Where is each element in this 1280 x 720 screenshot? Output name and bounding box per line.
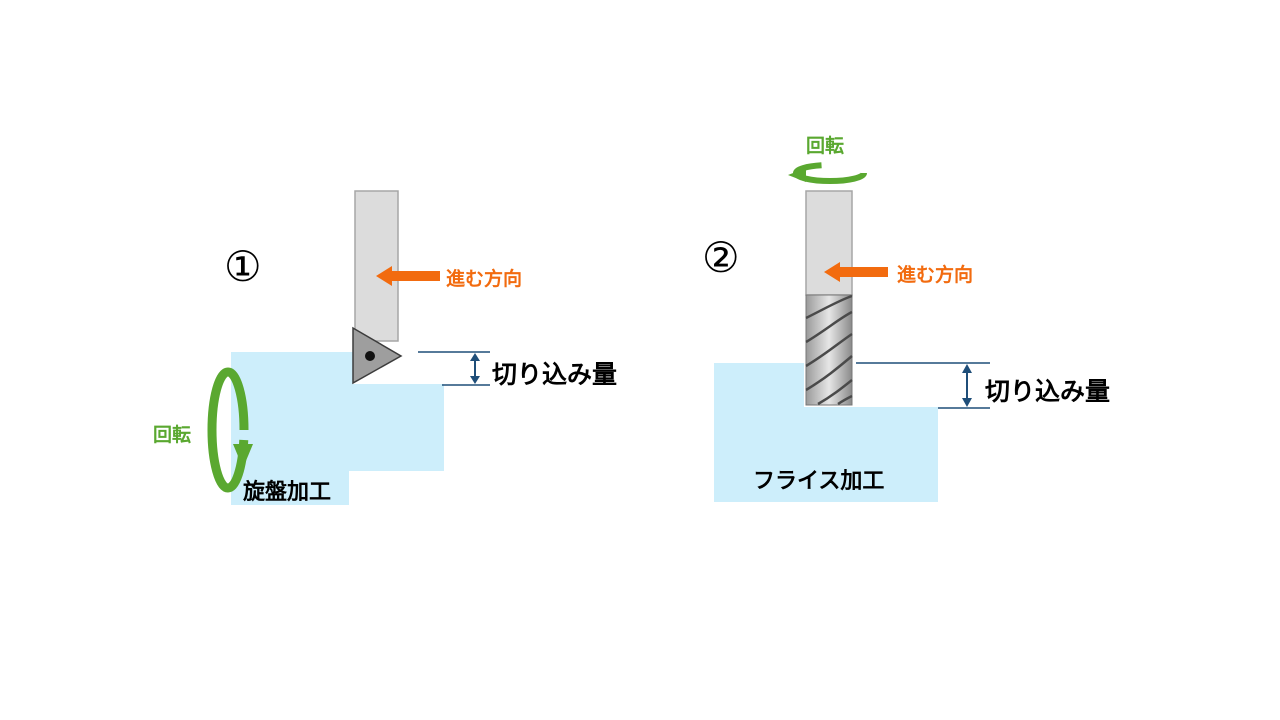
lathe-depth-label: 切り込み量 bbox=[492, 360, 618, 389]
lathe-depth-arrowhead-top bbox=[470, 353, 480, 361]
insert-screw-icon bbox=[365, 351, 375, 361]
lathe-rotation-label: 回転 bbox=[153, 424, 192, 446]
milling-rotation-label: 回転 bbox=[806, 135, 845, 157]
lathe-title: 旋盤加工 bbox=[243, 480, 332, 505]
lathe-group bbox=[207, 190, 490, 505]
lathe-depth-arrowhead-bottom bbox=[470, 376, 480, 384]
milling-direction-arrow-icon bbox=[824, 262, 888, 282]
milling-title: フライス加工 bbox=[753, 469, 885, 494]
lathe-insert bbox=[352, 326, 403, 385]
lathe-direction-arrow-icon bbox=[376, 266, 440, 286]
lathe-number: ① bbox=[224, 242, 262, 291]
milling-depth-arrowhead-bottom bbox=[962, 398, 972, 407]
milling-workpiece bbox=[714, 363, 938, 502]
milling-number: ② bbox=[702, 233, 740, 282]
milling-depth-label: 切り込み量 bbox=[985, 377, 1111, 406]
lathe-rotation-arrow-icon bbox=[207, 367, 253, 493]
milling-direction-label: 進む方向 bbox=[897, 264, 974, 286]
milling-rotation-arrow-icon bbox=[788, 162, 867, 184]
milling-tool-shank bbox=[805, 190, 853, 296]
milling-flute-lines bbox=[805, 294, 853, 406]
lathe-tool-shank bbox=[354, 190, 399, 342]
lathe-direction-label: 進む方向 bbox=[446, 268, 523, 290]
milling-group bbox=[714, 162, 990, 502]
lathe-workpiece bbox=[231, 352, 444, 505]
milling-depth-arrowhead-top bbox=[962, 364, 972, 373]
